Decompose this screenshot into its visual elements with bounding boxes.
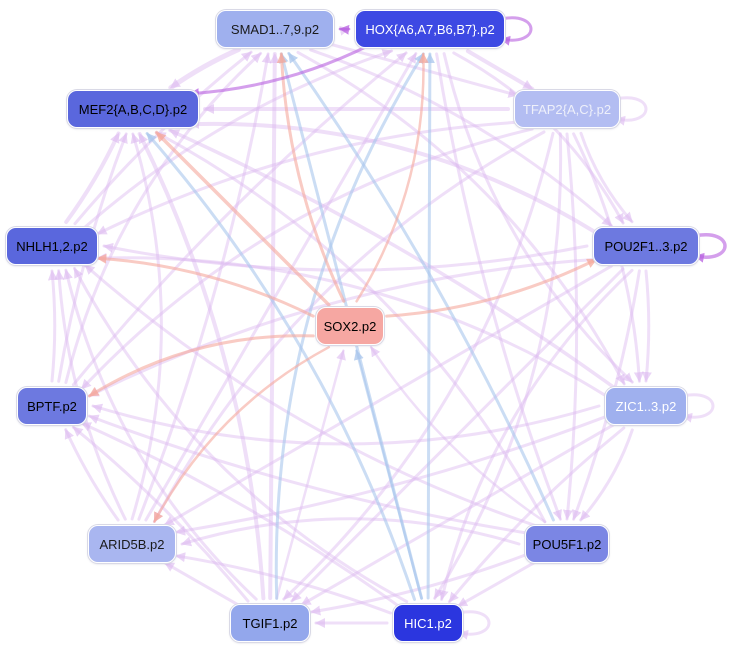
node-NHLH[interactable]: NHLH1,2.p2 [6,227,98,265]
edge-SOX2-POU2F1 [385,257,598,318]
edge-POU2F1-POU2F1 [693,233,727,263]
edge-HIC1-NHLH [73,267,409,604]
node-POU2F1[interactable]: POU2F1..3.p2 [593,227,699,265]
edge-SOX2-BPTF [88,334,315,398]
edge-HIC1-MEF2 [145,132,416,601]
edge-ARID5B-MEF2 [130,132,163,521]
edge-TGIF1-ARID5B [163,561,240,607]
edge-TFAP2-POU5F1 [562,132,579,521]
node-BPTF[interactable]: BPTF.p2 [17,387,87,425]
edge-TFAP2-HIC1 [433,132,563,600]
edge-TGIF1-BPTF [71,425,250,603]
edge-TFAP2-TFAP2 [614,96,648,126]
edge-POU5F1-SMAD [287,51,555,522]
edge-SOX2-ARID5B [153,345,331,523]
edge-POU5F1-ARID5B [180,517,521,547]
node-MEF2[interactable]: MEF2{A,B,C,D}.p2 [67,90,199,128]
edge-ZIC-HIC1 [447,426,626,604]
edge-SOX2-NHLH [95,253,315,318]
node-POU5F1[interactable]: POU5F1.p2 [525,525,609,563]
edge-HIC1-HOX [424,52,435,600]
node-HOX[interactable]: HOX{A6,A7,B6,B7}.p2 [355,10,505,48]
edge-ARID5B-HOX [144,52,418,522]
edge-ARID5B-BPTF [64,428,120,522]
edge-HOX-TFAP2 [465,49,535,91]
edge-HIC1-BPTF [80,421,400,608]
edge-TGIF1-SOX2 [275,349,346,600]
node-ZIC[interactable]: ZIC1..3.p2 [605,387,687,425]
edge-HOX-MEF2 [188,43,371,99]
edge-ZIC-ZIC [681,393,715,423]
edge-SOX2-SMAD [276,52,346,303]
edge-SOX2-MEF2 [154,130,331,307]
edge-SMAD-MEF2 [168,47,241,91]
edge-HOX-POU2F1 [452,51,625,225]
edge-HIC1-HIC1 [457,610,491,640]
edge-HIC1-SOX2 [353,349,423,600]
edge-POU5F1-HIC1 [456,560,537,608]
edge-POU2F1-ZIC [641,269,652,383]
edge-POU2F1-BPTF [88,257,598,398]
edge-HOX-HOX [499,16,533,46]
node-HIC1[interactable]: HIC1.p2 [393,604,463,642]
edge-ZIC-POU5F1 [579,428,634,522]
edge-POU2F1-TGIF1 [290,267,625,603]
edge-TFAP2-TGIF1 [282,131,555,601]
edge-BPTF-NHLH [47,269,58,383]
edge-ARID5B-SMAD [137,52,272,521]
edge-POU5F1-MEF2 [155,131,547,524]
edge-POU5F1-NHLH [83,263,537,527]
edge-POU2F1-NHLH [102,242,589,272]
edge-NHLH-MEF2 [64,131,121,224]
edge-TGIF1-SMAD [268,52,280,600]
edge-SOX2-HOX [355,52,429,303]
node-ARID5B[interactable]: ARID5B.p2 [88,525,176,563]
node-SMAD[interactable]: SMAD1..7,9.p2 [216,10,334,48]
edge-TFAP2-POU2F1 [579,131,634,224]
edge-ZIC-BPTF [91,403,601,446]
edge-TFAP2-NHLH [96,120,519,236]
edge-POU5F1-BPTF [88,414,526,535]
edge-NHLH-HOX [83,49,394,229]
edge-ZIC-MEF2 [168,128,616,390]
node-TFAP2[interactable]: TFAP2{A,C}.p2 [514,90,620,128]
edge-HOX-ZIC [442,52,634,384]
edge-SMAD-POU2F1 [309,48,613,228]
edge-ZIC-NHLH [95,252,606,397]
edge-BPTF-HOX [71,51,408,387]
edge-ZIC-TGIF1 [300,422,616,607]
edge-SMAD-ZIC [296,50,626,386]
edge-TGIF1-MEF2 [137,131,266,601]
edge-POU2F1-ARID5B [163,264,613,527]
edge-TGIF1-NHLH [63,268,258,601]
edge-TFAP2-BPTF [80,127,534,391]
edge-POU2F1-HIC1 [438,268,634,601]
edge-POU5F1-SOX2 [369,345,547,524]
edge-POU2F1-MEF2 [188,118,599,235]
node-TGIF1[interactable]: TGIF1.p2 [230,604,310,642]
edge-HIC1-ARID5B [174,552,392,615]
node-SOX2[interactable]: SOX2.p2 [316,307,384,345]
edge-HOX-POU5F1 [435,52,562,521]
